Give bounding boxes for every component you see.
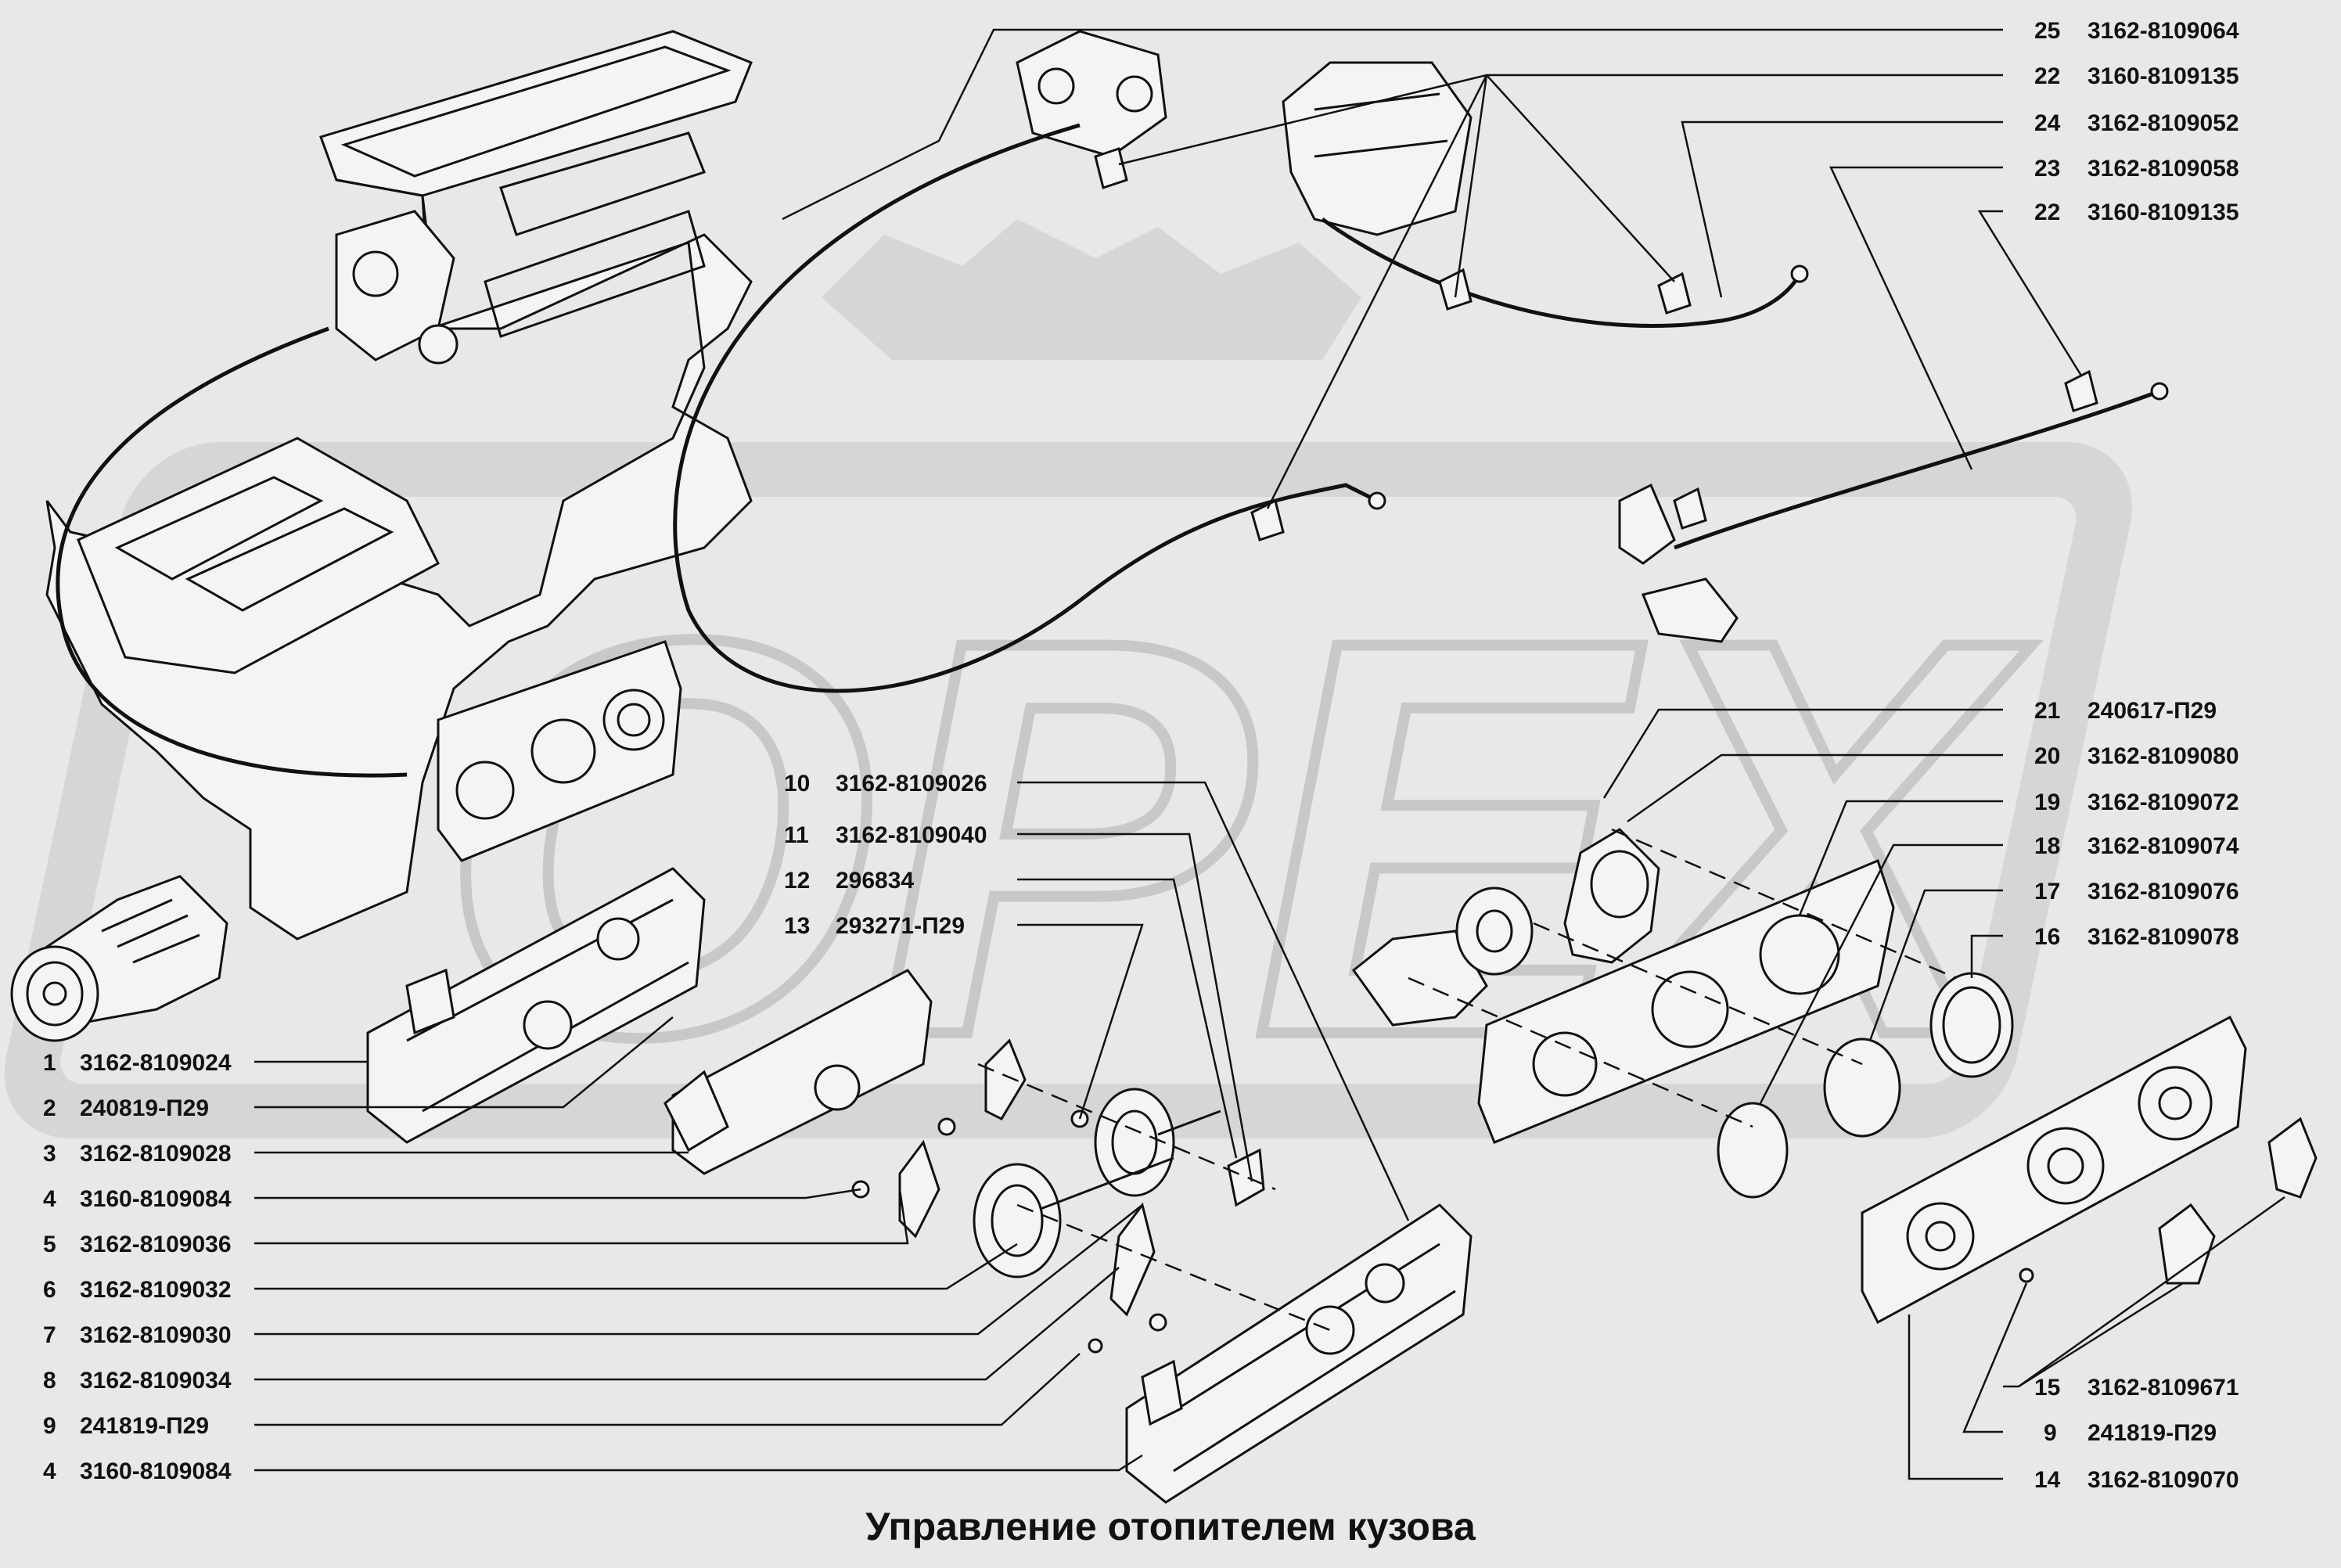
callout-code: 3162-8109034: [80, 1368, 232, 1394]
callout-number: 22: [2034, 63, 2060, 89]
callout-code: 296834: [836, 868, 914, 894]
callouts-middle: 10 3162-8109026 11 3162-8109040 12 29683…: [784, 771, 987, 939]
callout-code: 3162-8109032: [80, 1277, 232, 1303]
final-control-panel: [1861, 1015, 2318, 1325]
callout-code: 3160-8109135: [2087, 63, 2239, 89]
callout-number: 19: [2034, 789, 2060, 815]
callout-number: 13: [784, 913, 810, 939]
callout-code: 240819-П29: [80, 1095, 209, 1121]
callout-number: 3: [43, 1141, 56, 1167]
callout-number: 9: [2044, 1420, 2057, 1446]
leader-lines: [254, 28, 2285, 1480]
panel-assembly-exploded: [1351, 828, 2014, 1199]
callout-code: 3162-8109076: [2087, 879, 2239, 904]
callout-code: 3160-8109084: [80, 1458, 232, 1484]
callout-code: 240617-П29: [2087, 698, 2217, 724]
control-unit-assembly-2: [1125, 1203, 1473, 1504]
callout-code: 3162-8109671: [2087, 1375, 2239, 1401]
callout-code: 3162-8109052: [2087, 110, 2239, 136]
control-cables: [56, 123, 2169, 778]
callout-code: 3162-8109070: [2087, 1467, 2239, 1493]
callout-code: 3162-8109064: [2087, 18, 2239, 44]
callout-code: 3162-8109074: [2087, 833, 2239, 859]
callouts-right: 21 240617-П29 20 3162-8109080 19 3162-81…: [2034, 698, 2239, 950]
callout-code: 3162-8109058: [2087, 156, 2239, 182]
callout-code: 3162-8109030: [80, 1322, 232, 1348]
callout-code: 3162-8109072: [2087, 789, 2239, 815]
mounted-control-panel: [437, 640, 682, 862]
callout-number: 21: [2034, 698, 2060, 724]
callout-number: 11: [784, 822, 809, 848]
top-linkages: [1016, 30, 1739, 643]
callouts-bottom-right: 15 3162-8109671 9 241819-П29 14 3162-810…: [2034, 1375, 2239, 1493]
callout-code: 3162-8109040: [836, 822, 987, 848]
callout-number: 12: [784, 868, 810, 894]
callout-number: 18: [2034, 833, 2060, 859]
callout-number: 15: [2034, 1375, 2060, 1401]
callout-number: 20: [2034, 743, 2060, 769]
callout-number: 23: [2034, 156, 2060, 182]
callout-code: 3162-8109078: [2087, 924, 2239, 950]
callout-number: 7: [43, 1322, 56, 1348]
callout-number: 16: [2034, 924, 2060, 950]
callout-number: 2: [43, 1095, 56, 1121]
callout-code: 3162-8109026: [836, 771, 987, 797]
callout-number: 6: [43, 1277, 56, 1303]
heater-housing: [10, 30, 753, 1042]
callout-number: 10: [784, 771, 810, 797]
callout-code: 3162-8109036: [80, 1232, 232, 1257]
callout-code: 3160-8109135: [2087, 200, 2239, 225]
control-unit-assembly-1: [366, 867, 706, 1144]
callout-number: 25: [2034, 18, 2060, 44]
callouts-left: 1 3162-8109024 2 240819-П29 3 3162-81090…: [43, 1050, 232, 1484]
callout-number: 14: [2034, 1467, 2061, 1493]
callout-code: 3160-8109084: [80, 1186, 232, 1212]
watermark-text: ОРЕХ: [438, 523, 2033, 1153]
exploded-parts: [663, 969, 1265, 1354]
callout-number: 4: [43, 1186, 56, 1212]
callout-code: 3162-8109028: [80, 1141, 232, 1167]
callouts-top-right: 25 3162-8109064 22 3160-8109135 24 3162-…: [2034, 18, 2239, 225]
callout-code: 3162-8109024: [80, 1050, 232, 1076]
callout-code: 293271-П29: [836, 913, 965, 939]
callout-number: 5: [43, 1232, 56, 1257]
callout-number: 17: [2034, 879, 2060, 904]
callout-code: 241819-П29: [80, 1413, 209, 1439]
callout-code: 3162-8109080: [2087, 743, 2239, 769]
page-title: Управление отопителем кузова: [865, 1505, 1476, 1548]
callout-number: 9: [43, 1413, 56, 1439]
callout-code: 241819-П29: [2087, 1420, 2217, 1446]
callout-number: 1: [43, 1050, 56, 1076]
callout-number: 24: [2034, 110, 2061, 136]
callout-number: 22: [2034, 200, 2060, 225]
callout-number: 8: [43, 1368, 56, 1394]
callout-number: 4: [43, 1458, 56, 1484]
assembly-axes: [977, 828, 1957, 1332]
